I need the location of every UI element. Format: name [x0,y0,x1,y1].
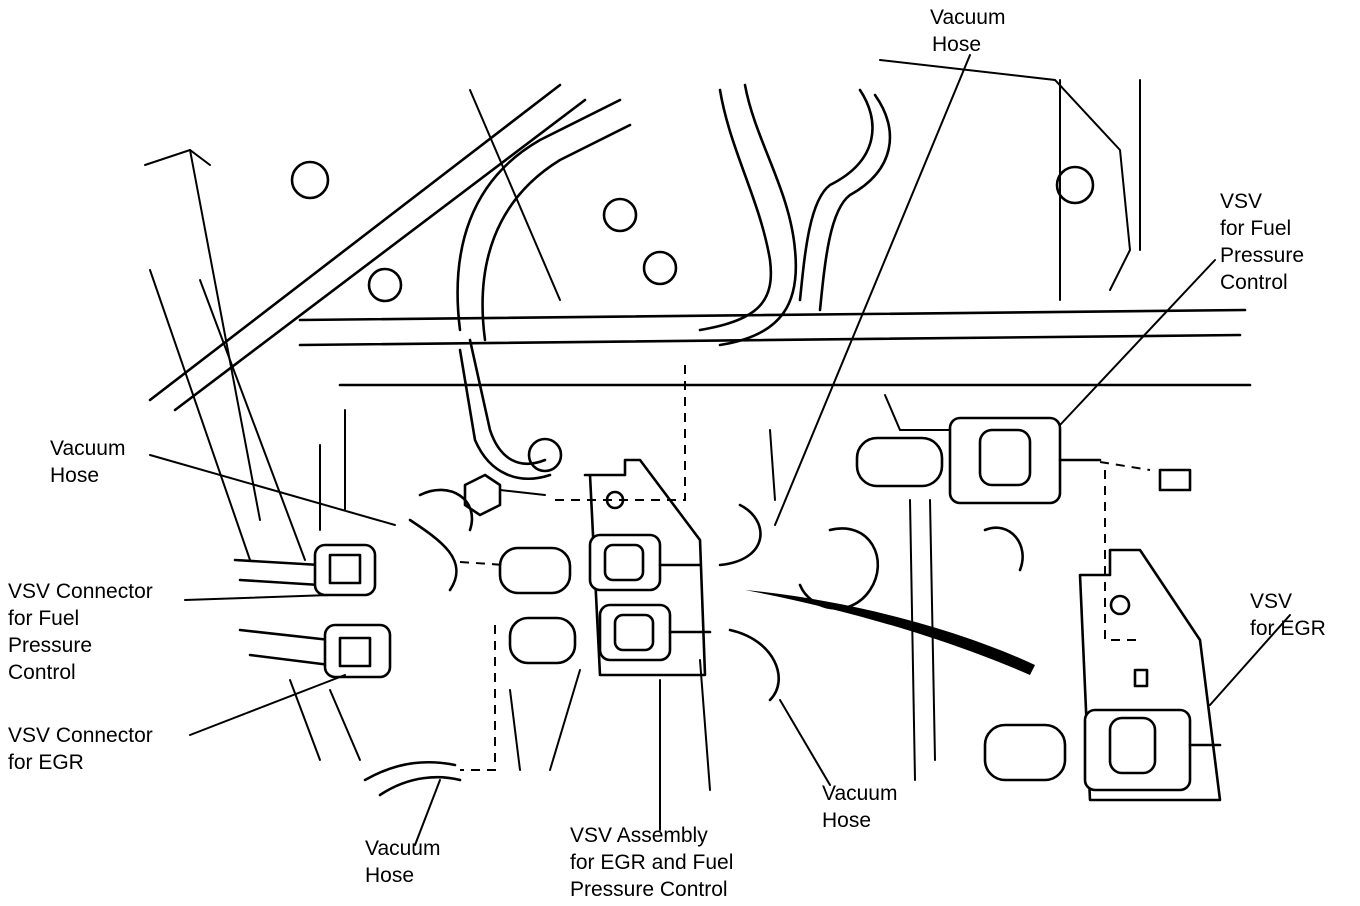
left-connectors [233,543,392,679]
vsv-egr-right [983,548,1222,802]
leader-lines [149,54,1291,846]
vsv-assembly-center [463,458,712,677]
vsv-fuel-pressure-right [855,416,1192,505]
hose-pieces [363,503,780,797]
dashed-paths [459,365,1151,771]
removal-arrow [745,590,1035,675]
upper-pipes [456,83,892,480]
